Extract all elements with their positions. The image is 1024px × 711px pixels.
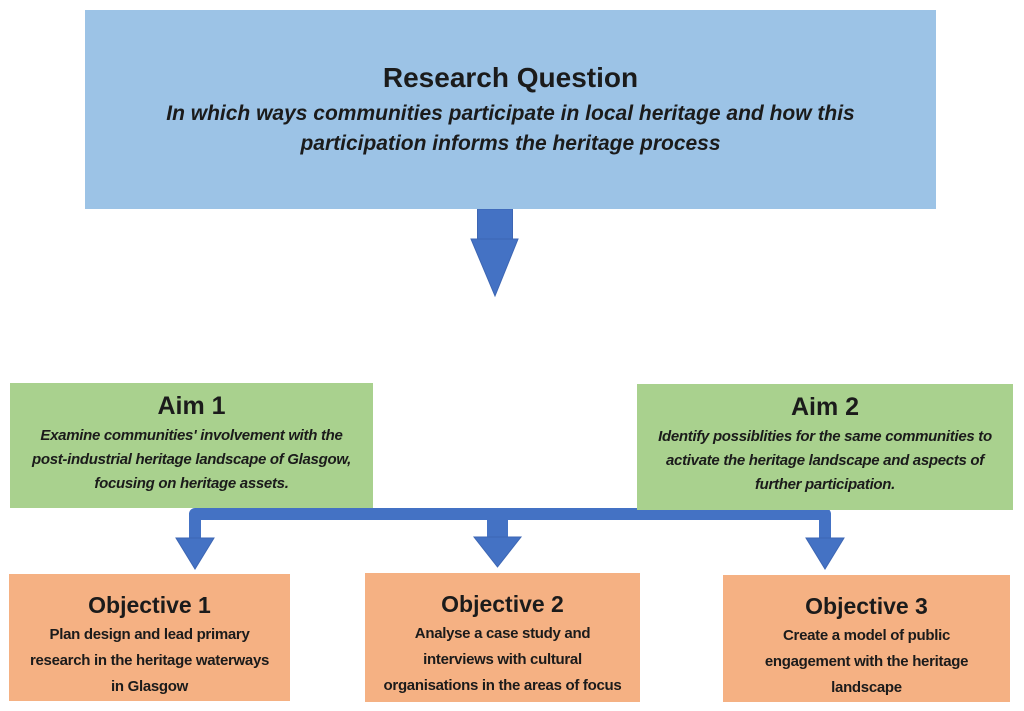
aims-to-objectives-connector [175, 508, 845, 570]
objective-2-arrowhead [472, 536, 523, 568]
big-down-arrow [470, 208, 519, 298]
connector-line [189, 508, 831, 545]
objective-1-arrowhead [175, 537, 215, 570]
objective-3-title: Objective 3 [805, 593, 928, 619]
research-question-text: In which ways communities participate in… [166, 101, 855, 155]
connector-center-shaft [487, 509, 508, 541]
objective-2-box: Objective 2 Analyse a case study and int… [365, 573, 640, 702]
big-down-arrow-shaft [477, 208, 513, 242]
objective-3-arrowhead [805, 537, 845, 570]
objective-1-text: Plan design and lead primary research in… [29, 626, 270, 695]
aim-1-text: Examine communities' involvement with th… [31, 427, 352, 492]
objective-2-text: Analyse a case study and interviews with… [383, 625, 622, 694]
objective-3-box: Objective 3 Create a model of public eng… [723, 575, 1010, 702]
aim-1-title: Aim 1 [157, 392, 226, 420]
aim-1-box: Aim 1 Examine communities' involvement w… [10, 383, 373, 508]
objective-1-title: Objective 1 [88, 592, 211, 618]
big-down-arrow-head [470, 238, 519, 298]
aim-2-box: Aim 2 Identify possiblities for the same… [637, 384, 1013, 510]
research-question-title: Research Question [382, 61, 639, 93]
research-question-box: Research Question In which ways communit… [85, 10, 936, 209]
objective-2-title: Objective 2 [441, 591, 564, 617]
aim-2-text: Identify possiblities for the same commu… [658, 428, 992, 493]
aim-2-title: Aim 2 [790, 393, 860, 421]
objective-1-box: Objective 1 Plan design and lead primary… [9, 574, 290, 701]
objective-3-text: Create a model of public engagement with… [764, 627, 969, 696]
